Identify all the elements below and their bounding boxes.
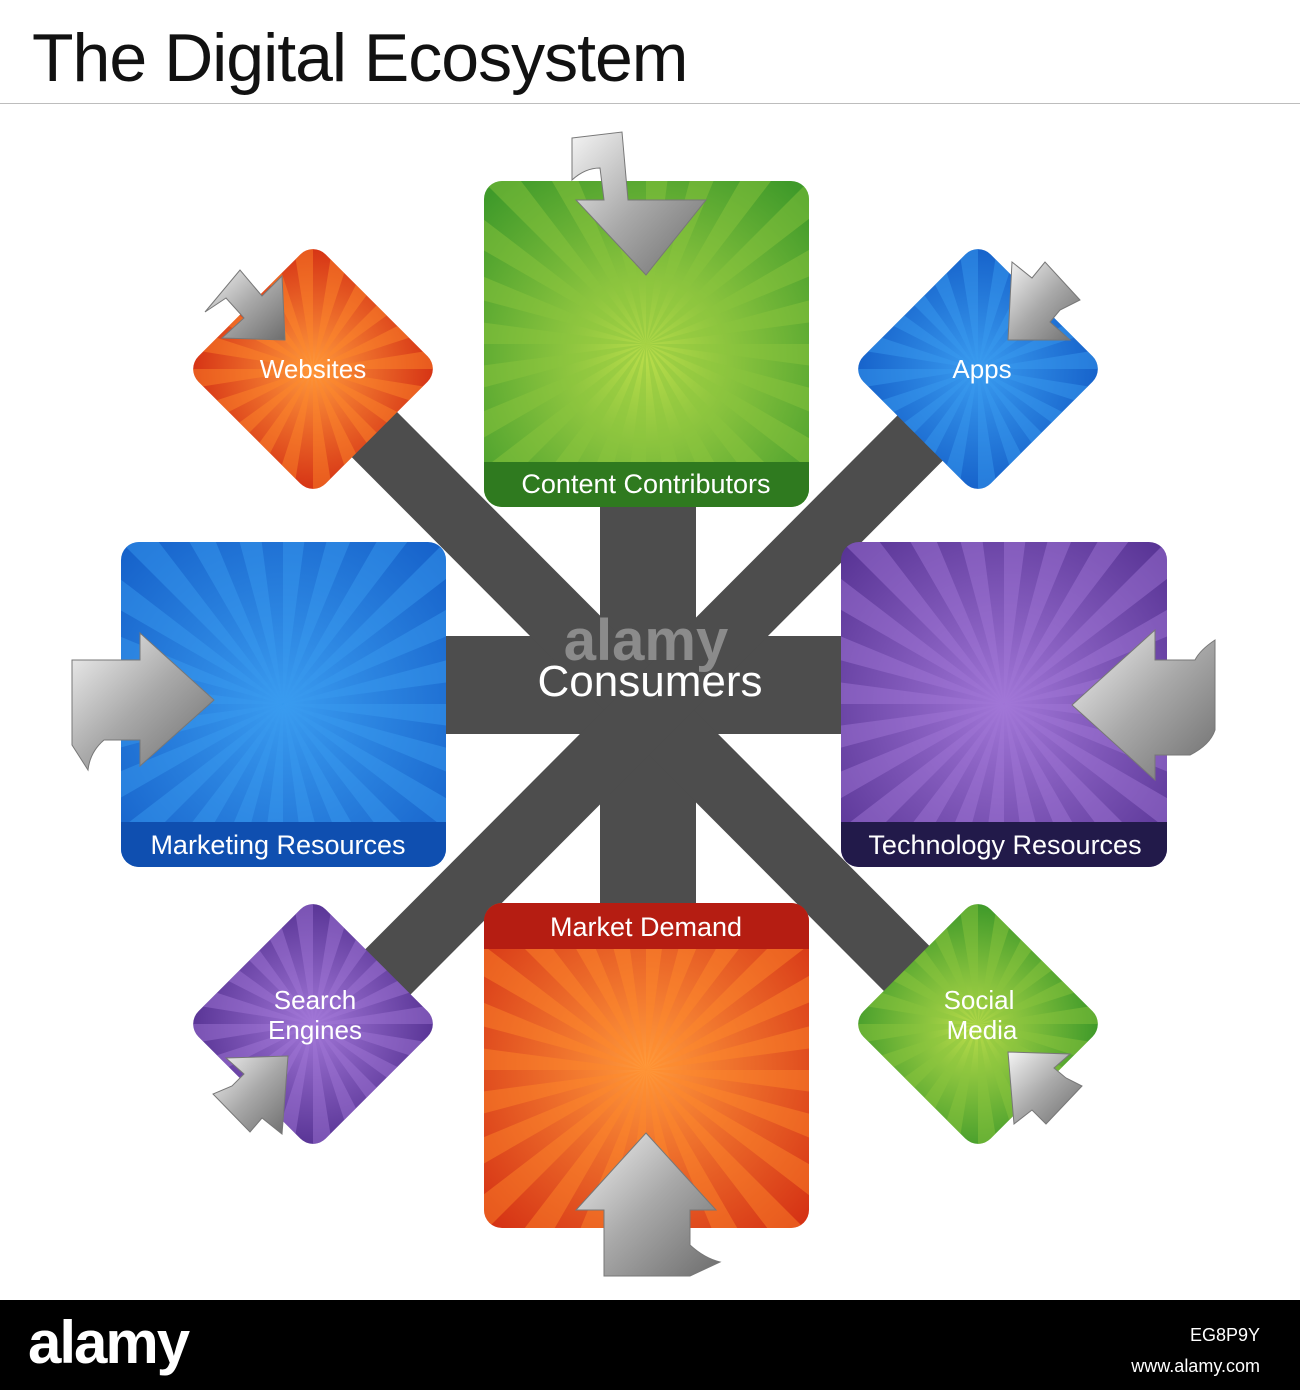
sunburst-ray [646,344,809,507]
sunburst-ray [484,344,646,494]
sunburst-ray [283,704,446,744]
sunburst-ray [484,903,646,1070]
search-engines-label-2: Engines [268,1015,362,1045]
sunburst-ray [841,704,1004,867]
ecosystem-diagram: Content Contributors Market Demand Marke… [71,131,1216,1277]
sunburst-ray [1004,542,1167,704]
sunburst-ray [484,1070,646,1228]
sunburst-ray [484,181,646,344]
sunburst-ray [484,181,646,344]
sunburst-ray [283,542,398,704]
sunburst-ray [841,589,1004,704]
sunburst-ray [646,181,809,344]
market-demand-label: Market Demand [550,912,742,942]
sunburst-ray [283,554,446,704]
technology-resources-label: Technology Resources [868,830,1141,860]
sunburst-ray [646,920,809,1070]
social-media-label-2: Media [947,1015,1018,1045]
search-engines-label-1: Search [274,985,356,1015]
sunburst-ray [121,542,283,704]
arrow-search-engines [212,1055,289,1135]
content-contributors-label: Content Contributors [521,469,770,499]
sunburst-ray [283,542,446,704]
sunburst-ray [484,344,646,422]
sunburst-ray [133,542,283,704]
sunburst-ray [926,542,1004,704]
sunburst-ray [496,181,646,344]
sunburst-ray [646,1070,809,1110]
sunburst-ray [484,903,646,1070]
sunburst-ray [283,626,446,704]
sunburst-ray [1004,554,1167,704]
arrow-technology-resources [1071,628,1216,782]
sunburst-ray [484,1070,646,1228]
sunburst-ray [646,344,809,384]
title-divider [0,103,1300,104]
sunburst-ray [841,704,1004,782]
sunburst-ray [841,542,1004,704]
apps-label: Apps [952,354,1011,384]
sunburst-ray [283,542,323,704]
sunburst-ray [484,1030,646,1070]
sunburst-ray [646,181,686,344]
sunburst-ray [484,344,646,507]
sunburst-ray [646,1070,809,1185]
sunburst-ray [283,704,446,867]
arrow-social-media [1007,1051,1083,1125]
sunburst-ray [484,229,646,344]
node-marketing-resources: Marketing Resources [121,542,446,867]
websites-label: Websites [260,354,366,384]
sunburst-ray [646,903,809,1070]
sunburst-ray [646,181,809,344]
sunburst-ray [484,1070,646,1148]
footer-url: www.alamy.com [1131,1356,1260,1376]
sunburst-ray [121,704,283,782]
sunburst-ray [841,704,1004,854]
sunburst-ray [646,992,809,1070]
sunburst-ray [1004,542,1119,704]
sunburst-ray [484,304,646,344]
sunburst-ray [854,542,1004,704]
arrow-market-demand [574,1132,722,1277]
sunburst-ray [121,704,283,854]
sunburst-ray [205,542,283,704]
arrow-content-contributors [571,131,708,276]
sunburst-ray [646,1070,796,1228]
sunburst-ray [1004,704,1167,867]
arrow-marketing-resources [71,631,215,772]
sunburst-ray [283,704,446,819]
sunburst-ray [121,704,283,867]
marketing-resources-label: Marketing Resources [150,830,405,860]
connectors [307,367,991,1053]
sunburst-ray [121,542,283,704]
sunburst-ray [646,266,809,344]
sunburst-ray [841,542,1004,704]
sunburst-ray [646,194,809,344]
sunburst-ray [283,542,446,704]
watermark: alamy [564,608,728,673]
page-title: The Digital Ecosystem [32,20,688,96]
social-media-label-1: Social [944,985,1015,1015]
sunburst-ray [646,344,809,459]
sunburst-ray [1004,542,1044,704]
footer-image-id: EG8P9Y [1189,1325,1260,1345]
sunburst-ray [646,1070,809,1228]
sunburst-ray [646,1070,809,1228]
sunburst-ray [646,181,761,344]
arrow-apps [1007,261,1081,341]
footer-bar: alamy EG8P9Y www.alamy.com [0,1300,1300,1390]
sunburst-ray [484,1070,646,1220]
sunburst-ray [121,589,283,704]
consumers-label: Consumers [538,657,763,706]
connector-diag-ne [307,367,991,1053]
arrow-websites [204,269,286,341]
sunburst-ray [841,664,1004,704]
footer-brand-logo: alamy [28,1309,190,1376]
sunburst-ray [484,955,646,1070]
sunburst-ray [531,1070,646,1228]
sunburst-ray [1004,542,1167,704]
